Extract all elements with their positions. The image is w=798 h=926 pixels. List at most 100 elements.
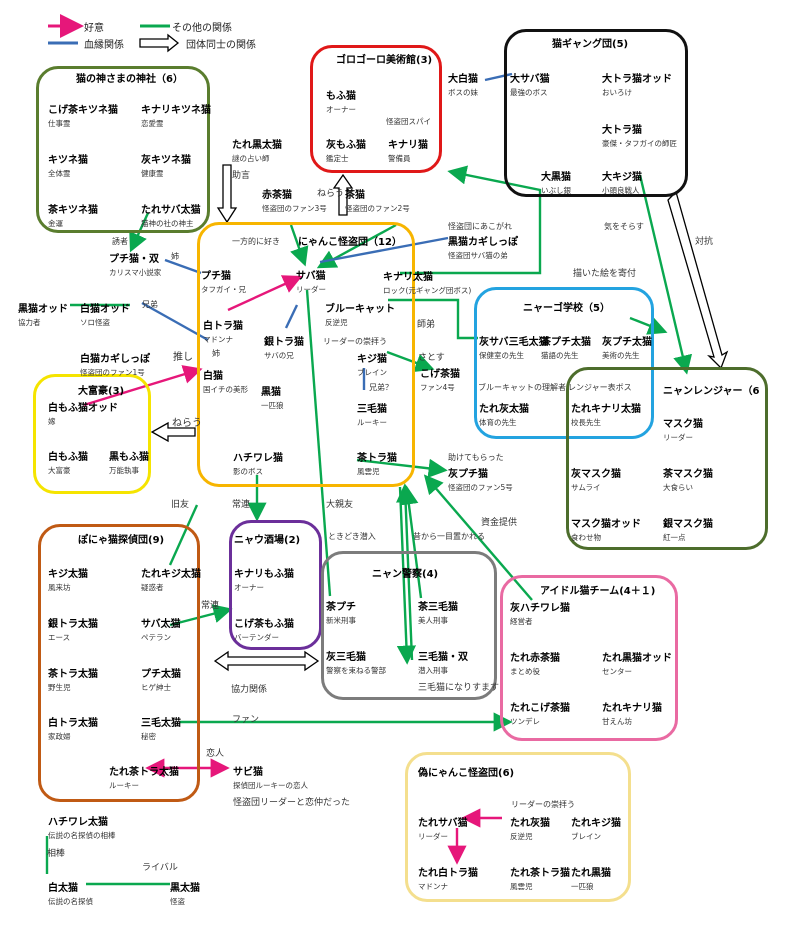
character-role-tarekiji_t: 疑惑者 xyxy=(141,583,164,592)
character-name-ginmasuku: 銀マスク猫 xyxy=(663,519,713,530)
edge-label-akogare: 怪盗団にあこがれ xyxy=(448,222,512,231)
character-name-masukuodd: マスク猫オッド xyxy=(571,519,641,530)
edge-label-ane: 姉 xyxy=(171,252,179,261)
edge-label-nerau-rich: ねらう xyxy=(172,418,202,429)
character-name-chamike: 茶三毛猫 xyxy=(418,602,458,613)
character-role-haiKitsune: 健康霊 xyxy=(141,169,164,178)
character-name-haiKitsune: 灰キツネ猫 xyxy=(141,155,191,166)
character-role-tarekinaraT: 校長先生 xyxy=(571,418,601,427)
character-role-haimofu: 鑑定士 xyxy=(326,154,349,163)
legend-love-label: 好意 xyxy=(84,23,104,34)
character-name-tarekinari: たれキナリ猫 xyxy=(602,703,662,714)
character-name-tarekinaraT: たれキナリ太猫 xyxy=(571,404,641,415)
character-name-gintora_t: 銀トラ太猫 xyxy=(48,619,98,630)
character-name-blue: ブルーキャット xyxy=(325,304,395,315)
character-role-haimasuku: サムライ xyxy=(571,483,601,492)
character-name-okiji: 大キジ猫 xyxy=(602,172,642,183)
group-box-bar xyxy=(229,520,322,650)
character-name-oshiro: 大白猫 xyxy=(448,74,478,85)
edge-label-shou: 誘者 xyxy=(112,237,128,246)
edge-label-shitei: 師弟 xyxy=(417,320,436,330)
character-role-mike: ルーキー xyxy=(357,418,387,427)
character-role-chamasuku: 大食らい xyxy=(663,483,693,492)
group-title-ranger: ニャンレンジャー（6 xyxy=(663,386,760,397)
character-role-saba: リーダー xyxy=(296,285,326,294)
character-role-shiromofuodd: 嫁 xyxy=(48,417,56,426)
character-name-haimike: 灰三毛猫 xyxy=(326,652,366,663)
character-role-haihachi: 経営者 xyxy=(510,617,533,626)
character-name-shirotora_t: 白トラ太猫 xyxy=(48,718,98,729)
character-role-kogecha: ファン4号 xyxy=(420,383,455,392)
character-role-masukuodd: 食わせ物 xyxy=(571,533,601,542)
character-role-chapuchi: 新米刑事 xyxy=(326,616,356,625)
character-role-tarekuro: 謎の占い師 xyxy=(232,154,270,163)
legend-other-label: その他の関係 xyxy=(172,23,232,34)
character-name-shirokagi: 白猫カギしっぽ xyxy=(80,354,150,365)
character-name-tarechatoraF: たれ茶トラ猫 xyxy=(510,868,570,879)
character-name-chamasuku: 茶マスク猫 xyxy=(663,469,713,480)
character-extra-tarekuro: 助言 xyxy=(232,171,251,181)
character-role-mofu: オーナー xyxy=(326,105,356,114)
character-role-chaKitsune: 金運 xyxy=(48,219,63,228)
character-name-mofu: もふ猫 xyxy=(326,91,356,102)
character-role-kitsune: 全体霊 xyxy=(48,169,71,178)
character-role-kuroT: 怪盗 xyxy=(170,897,185,906)
edge-label-rival: ライバル xyxy=(142,863,178,873)
character-role-shirokagi: 怪盗団のファン1号 xyxy=(80,368,145,377)
character-name-tareshirotoraF: たれ白トラ猫 xyxy=(418,868,478,879)
character-role-chapuchiT: 猫語の先生 xyxy=(541,351,579,360)
character-role-haimike: 警察を束ねる警部 xyxy=(326,666,386,675)
character-name-mikeduo: 三毛猫・双 xyxy=(418,652,468,663)
character-role-kurokagi: 怪盗団サバ猫の弟 xyxy=(448,251,508,260)
character-name-cha: 茶猫 xyxy=(345,190,365,201)
character-role-tarekuroF: 一匹狼 xyxy=(571,882,594,891)
character-name-akacha: 赤茶猫 xyxy=(262,190,292,201)
edge-label-daishinyuu: 大親友 xyxy=(326,500,354,510)
character-role-shiro: 国イチの美形 xyxy=(203,385,248,394)
edge-label-meboreba: 昔から一目置かれる xyxy=(413,532,485,541)
character-role-gintora_t: エース xyxy=(48,633,71,642)
character-name-puchi_t: プチ太猫 xyxy=(141,669,181,680)
character-name-haipuchiT: 灰プチ太猫 xyxy=(602,337,652,348)
character-name-hachi: ハチワレ猫 xyxy=(233,453,283,464)
character-name-tarekijiF: たれキジ猫 xyxy=(571,818,621,829)
character-role-tarehai: 体育の先生 xyxy=(479,418,517,427)
edge-label-koibito: 恋人 xyxy=(206,749,225,759)
group-box-thieves xyxy=(197,222,415,487)
edge-label-kyoudaika: 兄弟？ xyxy=(369,383,393,392)
character-name-kuro: 黒猫 xyxy=(261,387,281,398)
group-title-idol: アイドル猫チーム(4＋１) xyxy=(540,586,656,597)
character-role-mikeduo: 潜入刑事 xyxy=(418,666,448,675)
edge-label-ki-wo-sorasu: 気をそらす xyxy=(604,222,644,231)
group-title-shrine: 猫の神さまの神社（6） xyxy=(76,74,183,85)
character-role-chatora: 風雲児 xyxy=(357,467,380,476)
character-role-hachi: 影のボス xyxy=(233,467,263,476)
character-role-osaba: 最強のボス xyxy=(510,88,548,97)
character-name-saba_t: サバ太猫 xyxy=(141,619,181,630)
character-role-mike_t: 秘密 xyxy=(141,732,156,741)
character-role-tarekoge: ツンデレ xyxy=(510,717,540,726)
character-name-shiroT: 白太猫 xyxy=(48,883,78,894)
character-name-saba: サバ猫 xyxy=(296,271,326,282)
character-role-shirotora: マドンナ xyxy=(203,335,233,344)
group-title-thieves: にゃんこ怪盗団（12） xyxy=(298,237,402,248)
character-role-kuromofu: 万能執事 xyxy=(109,466,139,475)
character-name-shiro: 白猫 xyxy=(203,371,223,382)
group-box-museum xyxy=(310,45,442,173)
character-name-chaKitsune: 茶キツネ猫 xyxy=(48,205,98,216)
character-role-otora: 豪傑・タフガイの師匠 xyxy=(602,139,677,148)
character-name-chatora_t: 茶トラ太猫 xyxy=(48,669,98,680)
group-box-fake xyxy=(405,752,631,902)
character-role-puchiduo: カリスマ小説家 xyxy=(109,268,162,277)
character-name-osaba: 大サバ猫 xyxy=(510,74,550,85)
character-name-taresaba: たれサバ太猫 xyxy=(141,205,201,216)
character-role-chamike: 美人刑事 xyxy=(418,616,448,625)
character-name-kitsune: キツネ猫 xyxy=(48,155,88,166)
character-extra-sabineko: 怪盗団リーダーと恋仲だった xyxy=(233,798,351,808)
character-role-taresaba: 猫神の社の神主 xyxy=(141,219,194,228)
edge-label-bluerespect: ブルーキャットの理解者 xyxy=(478,383,566,392)
character-role-puchi: タフガイ・兄 xyxy=(201,285,246,294)
edge-label-joren: 常連 xyxy=(232,500,251,510)
character-role-kiji: ブレイン xyxy=(357,368,387,377)
edge-label-rangerfan: レンジャー表ボス xyxy=(568,383,632,392)
